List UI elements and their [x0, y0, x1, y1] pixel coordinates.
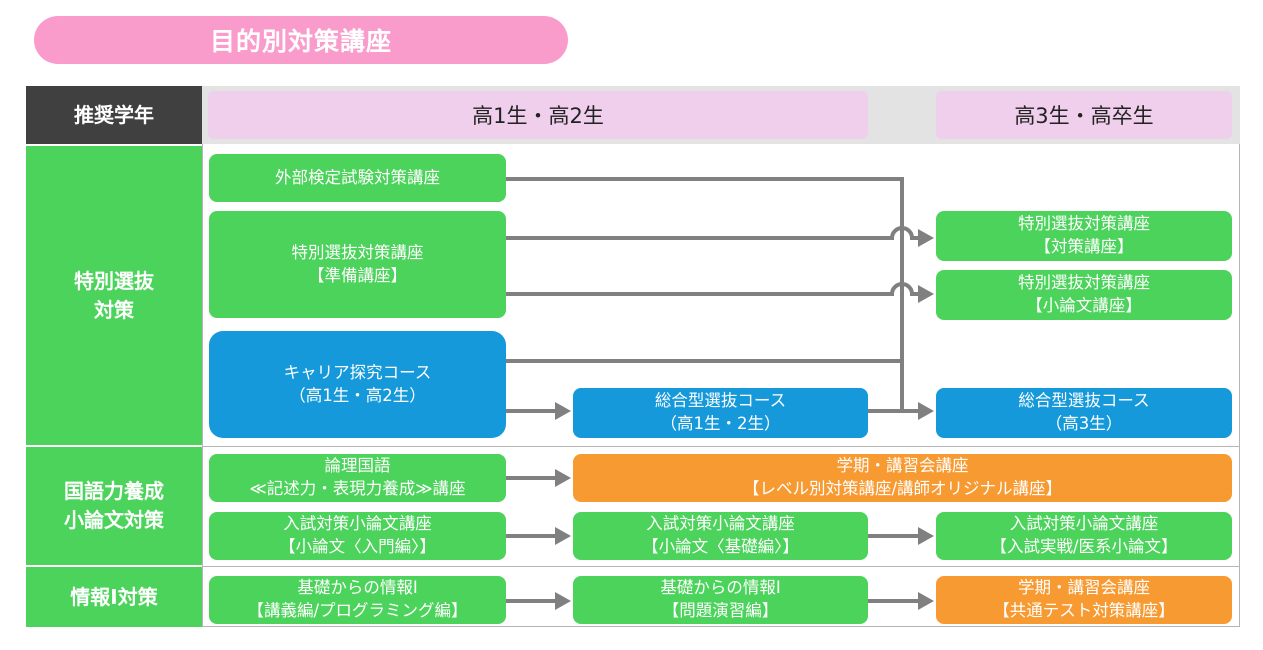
box-line: 【問題演習編】 [662, 601, 779, 620]
section-line: 小論文対策 [64, 508, 164, 532]
box-line: 特別選抜対策講座 [1018, 273, 1150, 293]
section-kokugo: 国語力養成 小論文対策 [26, 447, 202, 565]
arrowhead [918, 229, 934, 247]
section-line: 国語力養成 [64, 479, 164, 503]
arrowhead [555, 592, 571, 610]
box-line: （高3生） [1045, 414, 1123, 433]
row-divider [202, 446, 1240, 447]
box-line: 【入試実戦/医系小論文】 [990, 537, 1178, 556]
arrowhead [918, 285, 934, 303]
section-tokubetsu: 特別選抜 対策 [26, 146, 202, 445]
box-line: 入試対策小論文講座 [1009, 514, 1159, 534]
box-joho-kogi: 基礎からの情報Ⅰ 【講義編/プログラミング編】 [209, 576, 506, 624]
box-line: （高1生・高2生） [289, 385, 426, 405]
box-line: 総合型選抜コース [654, 391, 787, 411]
box-line: 【講義編/プログラミング編】 [247, 601, 468, 620]
box-gakki-level: 学期・講習会講座 【レベル別対策講座/講師オリジナル講座】 [573, 454, 1232, 502]
box-line: ≪記述力・表現力養成≫講座 [249, 479, 466, 498]
box-line: 【対策講座】 [1034, 237, 1134, 256]
box-joho-mondai: 基礎からの情報Ⅰ 【問題演習編】 [573, 576, 868, 624]
box-line: 【準備講座】 [308, 265, 407, 285]
box-line: 特別選抜対策講座 [1018, 214, 1150, 234]
arrowhead [555, 402, 571, 420]
box-line: 【小論文〈基礎編〉】 [642, 537, 799, 556]
section-line: 特別選抜 [74, 268, 154, 293]
box-line: 入試対策小論文講座 [283, 514, 432, 534]
box-career-course: キャリア探究コース （高1生・高2生） [209, 331, 506, 438]
arrowhead [918, 592, 934, 610]
box-line: 【共通テスト対策講座】 [993, 601, 1175, 620]
section-joho: 情報Ⅰ対策 [26, 567, 202, 627]
page-title: 目的別対策講座 [34, 16, 568, 64]
box-gaibu-kentei: 外部検定試験対策講座 [209, 154, 506, 202]
box-line: 基礎からの情報Ⅰ [297, 578, 418, 598]
box-nyushi-kiso: 入試対策小論文講座 【小論文〈基礎編〉】 [573, 512, 868, 560]
box-line: 論理国語 [324, 456, 391, 476]
box-line: （高1生・2生） [660, 414, 781, 433]
box-line: 学期・講習会講座 [836, 456, 969, 476]
connector-line [506, 177, 904, 411]
box-tokubetsu-junbi: 特別選抜対策講座 【準備講座】 [209, 211, 506, 318]
box-line: 【レベル別対策講座/講師オリジナル講座】 [742, 479, 1063, 498]
row-divider [202, 566, 1240, 567]
box-sogo-12: 総合型選抜コース （高1生・2生） [573, 388, 868, 438]
box-line: 【小論文〈入門編〉】 [279, 537, 436, 556]
grade-header-3: 高3生・高卒生 [936, 91, 1232, 139]
grade-header-1-2: 高1生・高2生 [208, 91, 868, 139]
connector-line [506, 282, 922, 296]
box-line: 基礎からの情報Ⅰ [660, 578, 781, 598]
arrowhead [555, 469, 571, 487]
box-line: 【小論文講座】 [1026, 296, 1142, 315]
box-gakki-kyotsu: 学期・講習会講座 【共通テスト対策講座】 [936, 576, 1232, 624]
arrowhead [555, 527, 571, 545]
box-line: 外部検定試験対策講座 [275, 167, 440, 187]
box-line: 特別選抜対策講座 [291, 242, 424, 262]
section-line: 対策 [94, 297, 134, 322]
arrowhead [918, 402, 934, 420]
box-line: 学期・講習会講座 [1018, 578, 1150, 598]
box-ronri-kokugo: 論理国語 ≪記述力・表現力養成≫講座 [209, 454, 506, 502]
box-line: 入試対策小論文講座 [646, 514, 795, 534]
box-line: 総合型選抜コース [1018, 391, 1150, 411]
arrowhead [918, 527, 934, 545]
box-nyushi-jissen: 入試対策小論文講座 【入試実戦/医系小論文】 [936, 512, 1232, 560]
box-sogo-3: 総合型選抜コース （高3生） [936, 388, 1232, 438]
recommended-grade-label: 推奨学年 [26, 86, 202, 144]
box-line: キャリア探究コース [283, 362, 432, 382]
box-nyushi-nyumon: 入試対策小論文講座 【小論文〈入門編〉】 [209, 512, 506, 560]
box-tokubetsu-shoronbun: 特別選抜対策講座 【小論文講座】 [936, 270, 1232, 320]
box-tokubetsu-taisaku: 特別選抜対策講座 【対策講座】 [936, 211, 1232, 261]
connector-line [506, 226, 922, 240]
